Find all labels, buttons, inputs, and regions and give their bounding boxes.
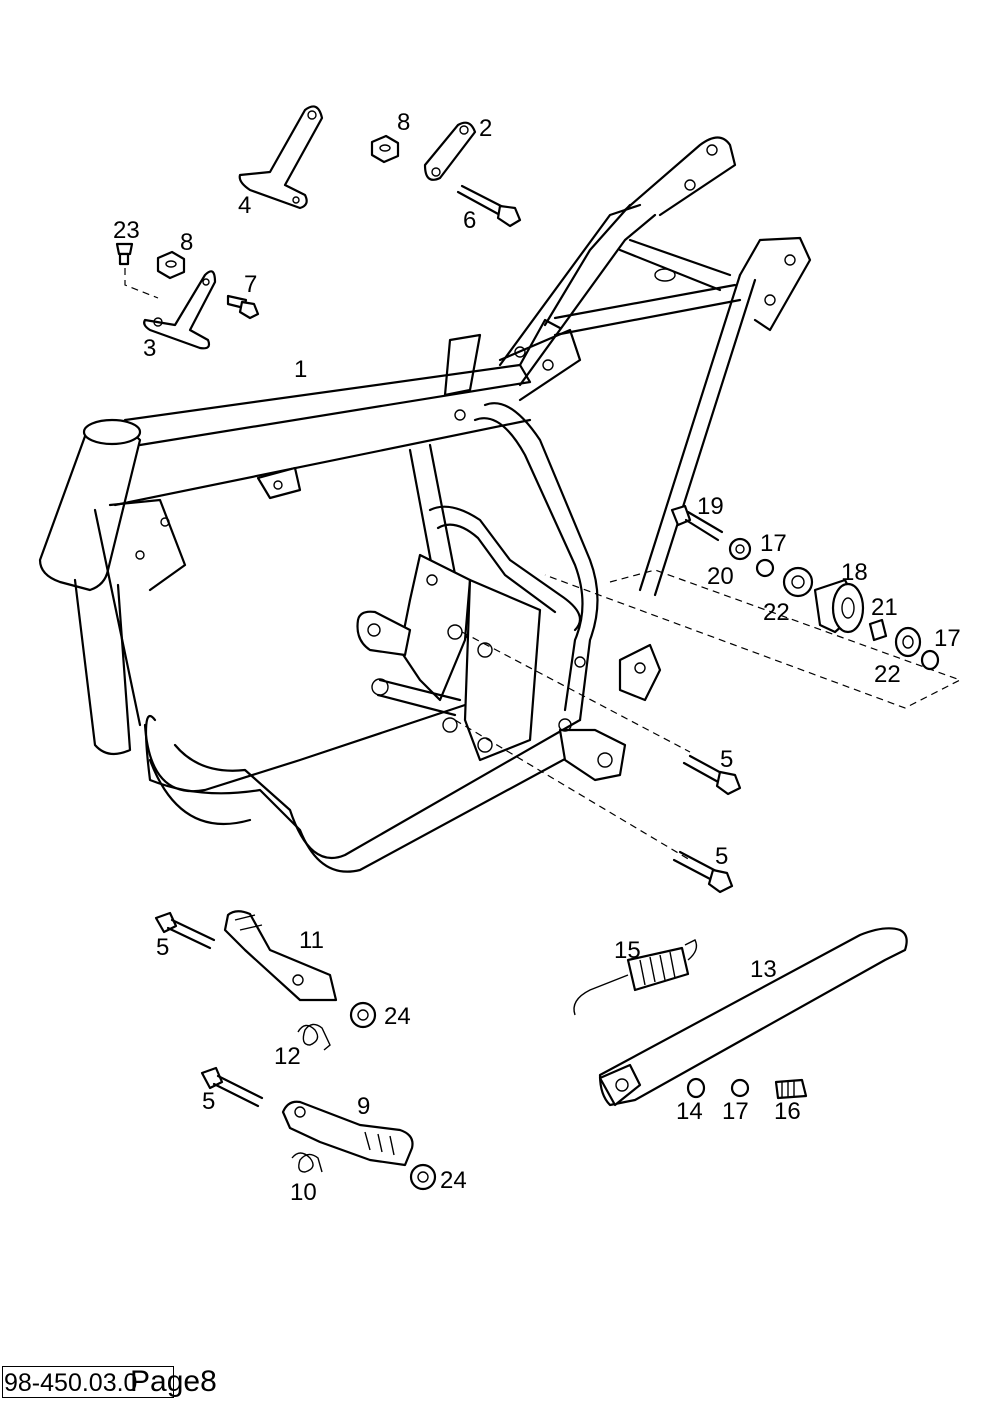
- bolt-part-5-footrest-lower: [200, 1066, 264, 1108]
- ring-part-17-lower: [730, 1078, 750, 1098]
- bracket-part-4: [238, 105, 324, 210]
- roller-part-18: [813, 578, 865, 634]
- nut-part-8-top: [370, 134, 400, 164]
- label-part-10: 10: [290, 1179, 317, 1206]
- bolt-part-7: [226, 294, 260, 320]
- label-part-2: 2: [479, 115, 492, 142]
- assembly-line-lower: [454, 719, 691, 861]
- label-part-6: 6: [463, 207, 476, 234]
- label-part-8b: 8: [180, 229, 193, 256]
- spring-part-12: [297, 1023, 331, 1051]
- label-part-3: 3: [143, 335, 156, 362]
- label-part-9: 9: [357, 1093, 370, 1120]
- label-part-21: 21: [871, 594, 898, 621]
- label-part-17a: 17: [760, 530, 787, 557]
- bolt-part-23: [115, 242, 134, 266]
- label-part-18: 18: [841, 559, 868, 586]
- nut-part-8-left: [156, 250, 186, 280]
- document-code: 98-450.03.0: [2, 1366, 174, 1398]
- nut-part-24-lower: [409, 1163, 437, 1191]
- label-part-17b: 17: [934, 625, 961, 652]
- assembly-line-23-3: [124, 268, 159, 299]
- part-labels: 1 2 3 4 5 5 5 5 6 7 8 8 9 10 11 12 13 14…: [113, 109, 961, 1206]
- label-part-5b: 5: [715, 843, 728, 870]
- label-part-12: 12: [274, 1043, 301, 1070]
- label-part-17c: 17: [722, 1098, 749, 1125]
- label-part-16: 16: [774, 1098, 801, 1125]
- label-part-23: 23: [113, 217, 140, 244]
- bolt-part-19: [670, 504, 724, 542]
- label-part-5a: 5: [720, 746, 733, 773]
- bolt-part-6: [456, 184, 522, 228]
- label-part-24b: 24: [440, 1167, 467, 1194]
- ring-part-17-right: [920, 649, 940, 671]
- label-part-13: 13: [750, 956, 777, 983]
- bushing-part-21: [868, 618, 888, 642]
- bracket-part-3: [143, 270, 217, 350]
- label-part-15: 15: [614, 937, 641, 964]
- ring-part-17-upper: [755, 558, 775, 578]
- footrest-part-9: [281, 1100, 414, 1167]
- label-part-14: 14: [676, 1098, 703, 1125]
- bolt-part-5-footrest-upper: [154, 911, 216, 950]
- label-part-4: 4: [238, 192, 251, 219]
- label-part-20: 20: [707, 563, 734, 590]
- spring-part-15: [573, 939, 698, 1016]
- label-part-22a: 22: [763, 599, 790, 626]
- spring-part-10: [291, 1152, 323, 1173]
- label-part-19: 19: [697, 493, 724, 520]
- bracket-part-2: [423, 121, 477, 181]
- frame-part-1: [38, 136, 812, 873]
- page-number: Page8: [130, 1365, 217, 1398]
- label-part-5c: 5: [156, 934, 169, 961]
- sidestand-part-13: [598, 927, 908, 1107]
- label-part-5d: 5: [202, 1088, 215, 1115]
- label-part-1: 1: [294, 356, 307, 383]
- washer-part-20: [728, 537, 752, 561]
- bearing-part-22-left: [782, 566, 814, 598]
- bearing-part-22-right: [894, 626, 922, 658]
- bolt-part-5-upper-right: [682, 754, 742, 796]
- bolt-part-5-lower-right: [672, 850, 734, 894]
- bushing-part-14: [686, 1077, 706, 1099]
- label-part-8a: 8: [397, 109, 410, 136]
- label-part-7: 7: [244, 271, 257, 298]
- footrest-part-11: [223, 910, 338, 1002]
- label-part-11: 11: [299, 927, 324, 954]
- nut-part-24-upper: [349, 1001, 377, 1029]
- label-part-22b: 22: [874, 661, 901, 688]
- bolt-part-16: [774, 1078, 808, 1100]
- assembly-line-axis: [461, 631, 691, 753]
- label-part-24a: 24: [384, 1003, 411, 1030]
